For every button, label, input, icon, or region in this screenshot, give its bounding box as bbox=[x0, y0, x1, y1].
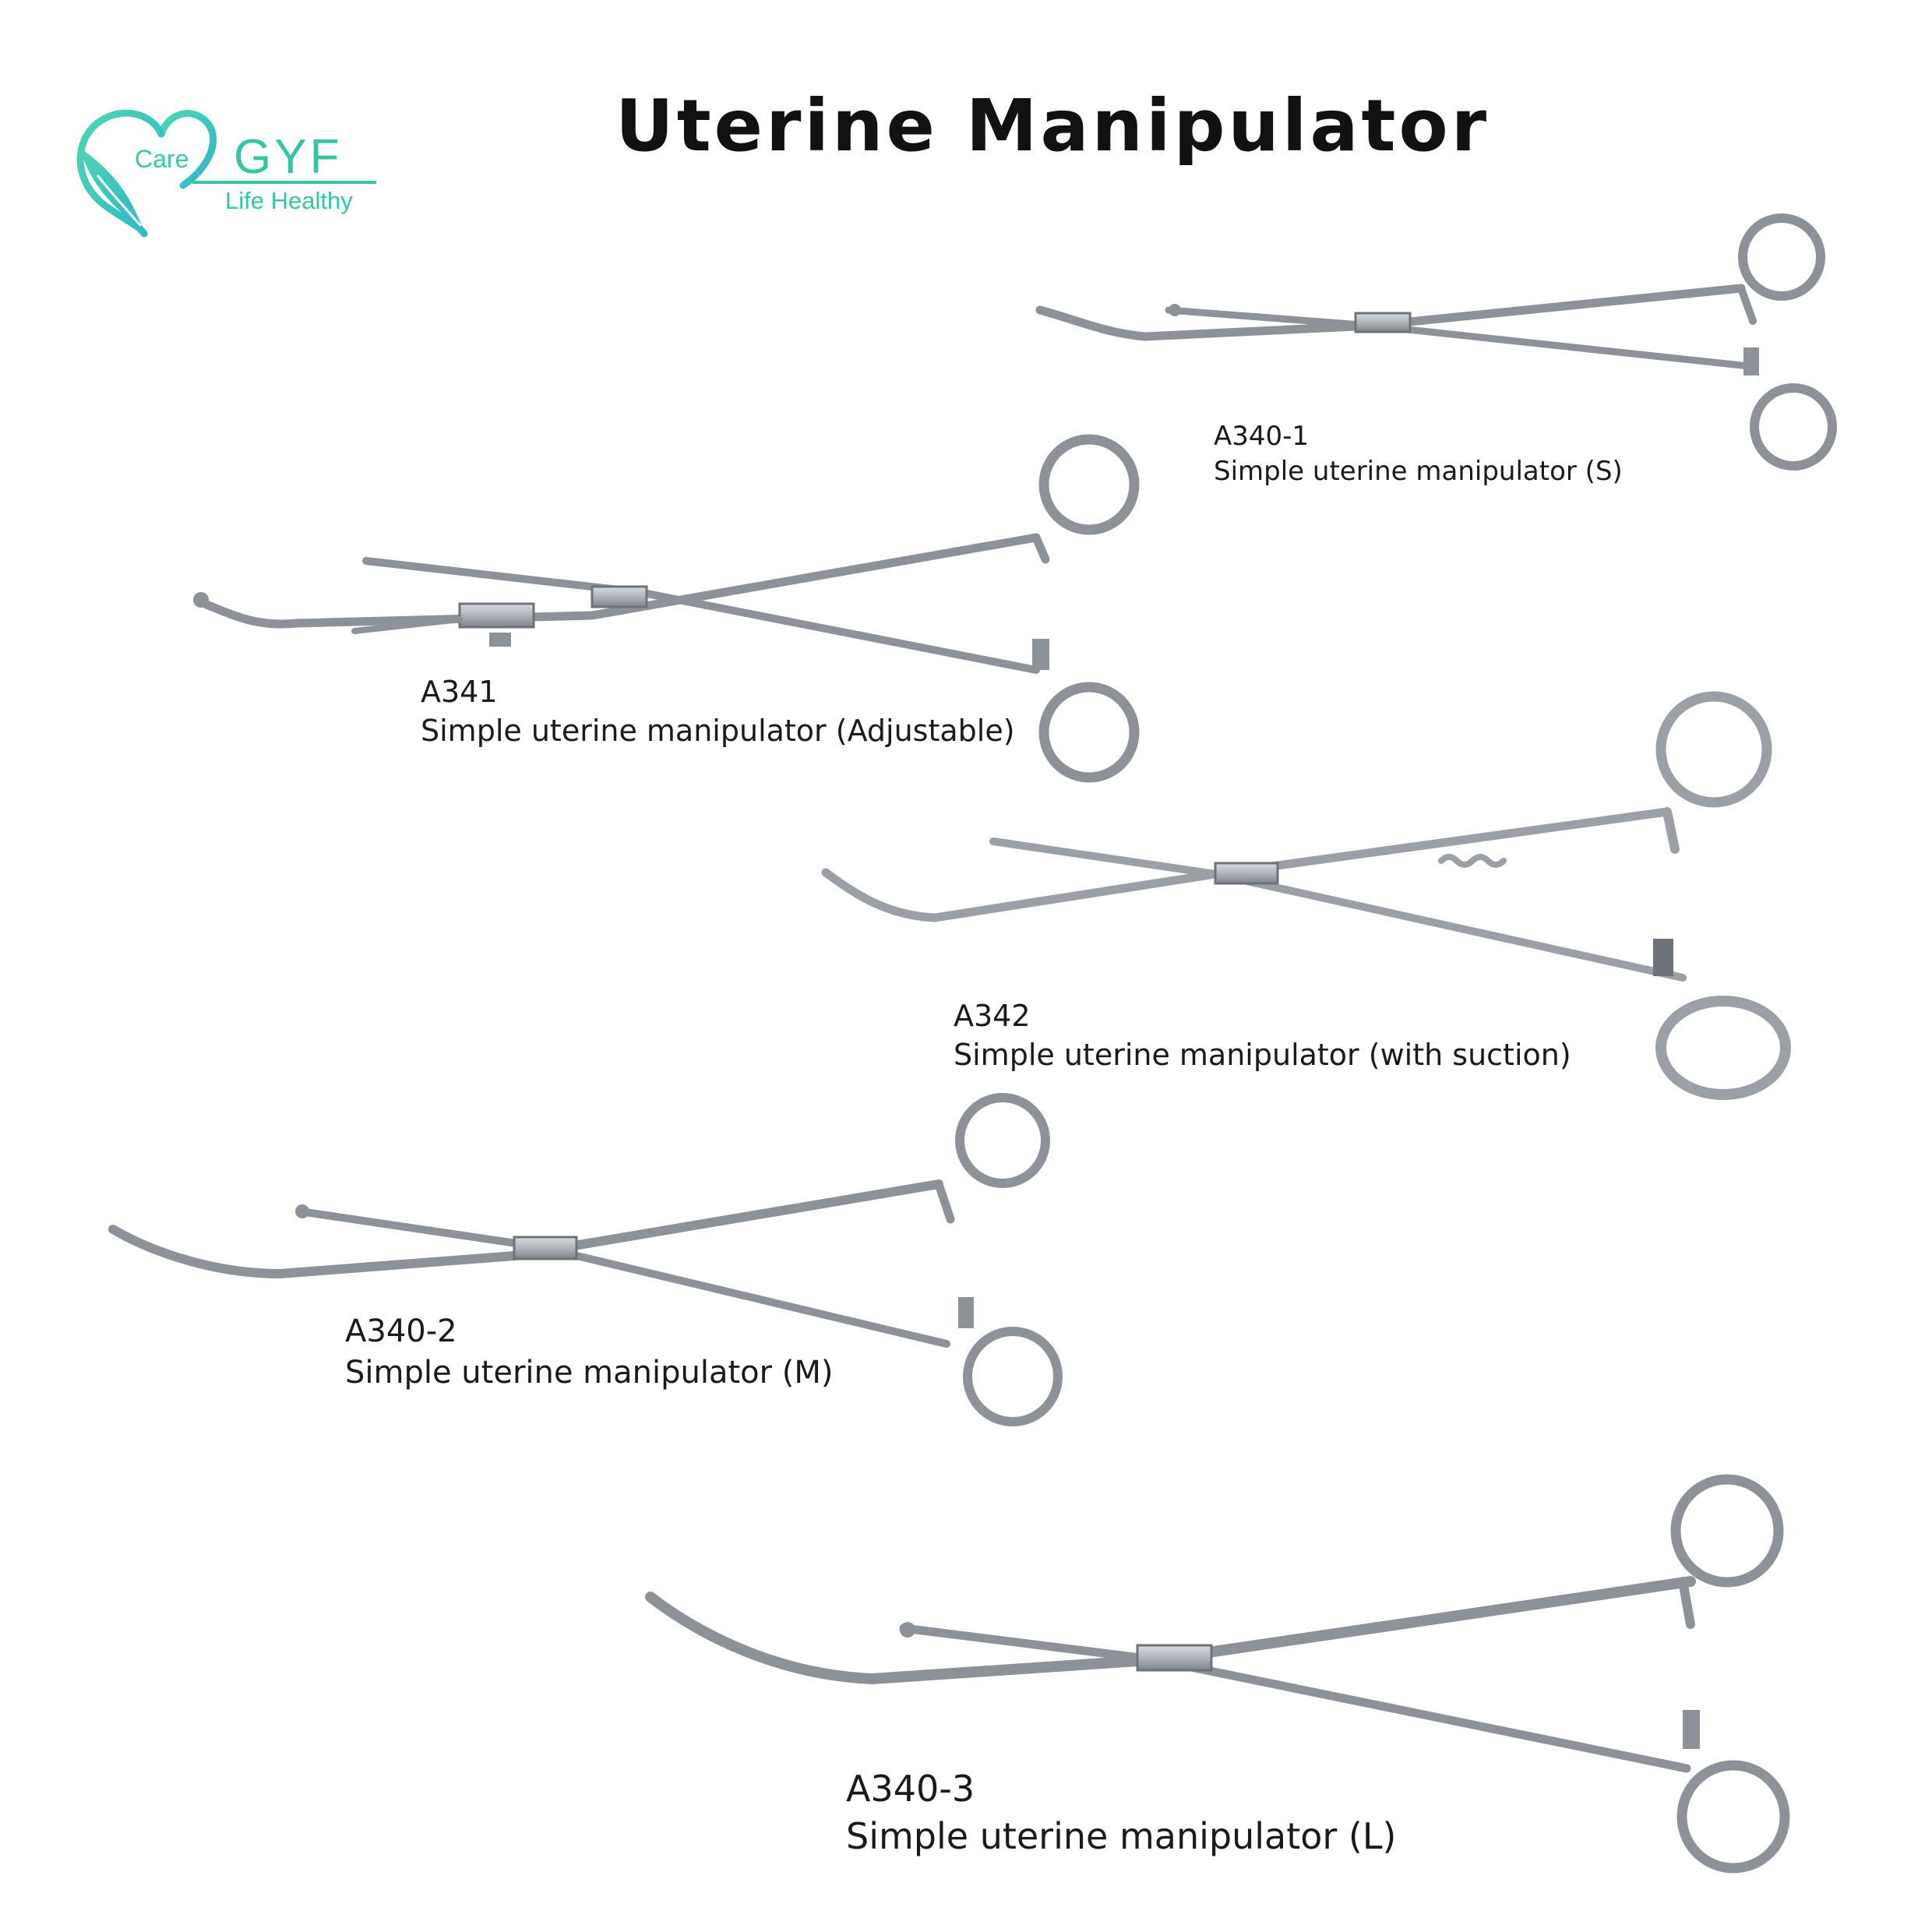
product-label-a341: A341 Simple uterine manipulator (Adjusta… bbox=[421, 672, 1015, 750]
product-code: A340-2 bbox=[345, 1313, 457, 1349]
product-code: A341 bbox=[421, 675, 498, 709]
logo-care-text: Care bbox=[135, 145, 189, 173]
product-description: Simple uterine manipulator (Adjustable) bbox=[421, 714, 1015, 749]
product-label-a340-1: A340-1 Simple uterine manipulator (S) bbox=[1214, 419, 1623, 489]
logo-brand-text: GYF bbox=[234, 130, 343, 184]
product-description: Simple uterine manipulator (with suction… bbox=[954, 1038, 1571, 1073]
instrument-a340-1-image bbox=[1035, 213, 1837, 471]
product-code: A342 bbox=[954, 999, 1031, 1033]
product-label-a342: A342 Simple uterine manipulator (with su… bbox=[954, 996, 1571, 1074]
product-code: A340-1 bbox=[1214, 421, 1310, 452]
instrument-a341-image bbox=[193, 434, 1140, 783]
product-label-a340-2: A340-2 Simple uterine manipulator (M) bbox=[345, 1311, 834, 1394]
logo-tagline: Life Healthy bbox=[225, 187, 353, 214]
heart-leaf-icon bbox=[76, 109, 217, 238]
product-code: A340-3 bbox=[846, 1768, 975, 1810]
product-description: Simple uterine manipulator (L) bbox=[846, 1814, 1397, 1857]
instrument-a340-2-image bbox=[108, 1093, 1063, 1426]
page-title: Uterine Manipulator bbox=[615, 84, 1490, 167]
instrument-a342-image bbox=[821, 691, 1791, 1100]
logo-underline bbox=[192, 181, 376, 184]
product-label-a340-3: A340-3 Simple uterine manipulator (L) bbox=[846, 1765, 1396, 1860]
brand-logo: Care GYF Life Healthy bbox=[66, 101, 393, 238]
product-description: Simple uterine manipulator (S) bbox=[1214, 455, 1623, 487]
product-description: Simple uterine manipulator (M) bbox=[345, 1354, 834, 1391]
instrument-a340-3-image bbox=[645, 1474, 1790, 1874]
